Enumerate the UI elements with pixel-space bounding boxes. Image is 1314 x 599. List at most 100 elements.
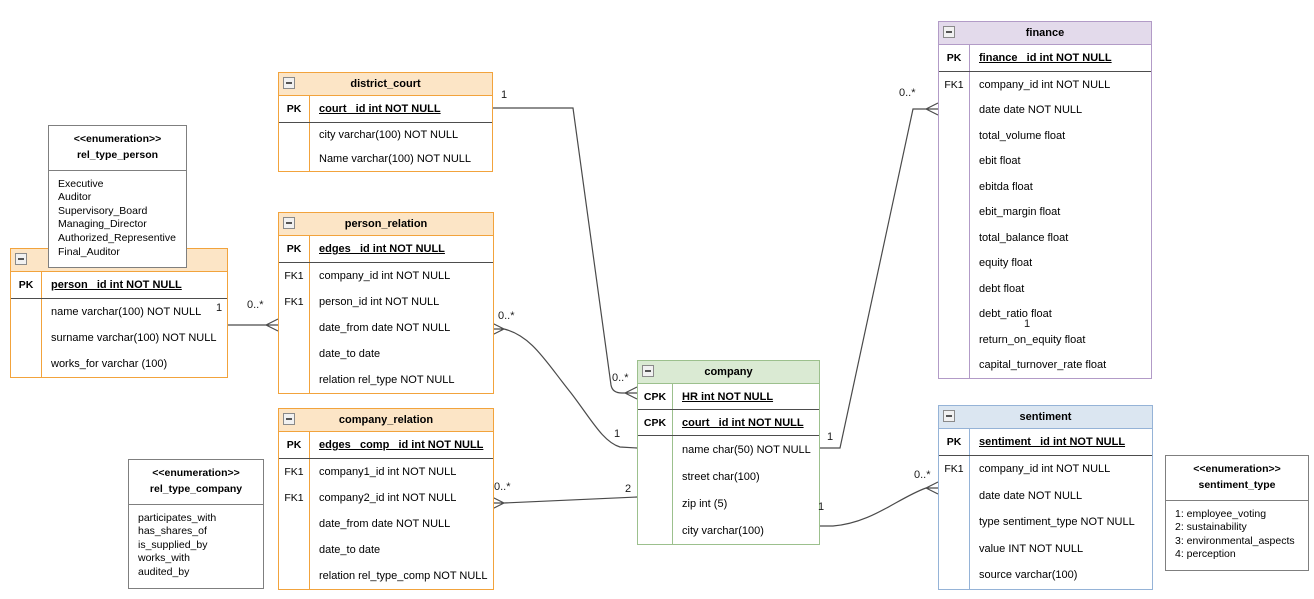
column-def: return_on_equity float xyxy=(979,333,1086,346)
key-tag xyxy=(11,299,42,325)
line-person_relation-company xyxy=(491,322,638,449)
enum-item: Authorized_Representive xyxy=(58,232,176,245)
enum-body: Executive Auditor Supervisory_Board Mana… xyxy=(49,171,186,268)
key-tag xyxy=(638,463,673,490)
collapse-icon[interactable] xyxy=(943,410,955,422)
key-tag xyxy=(279,341,310,367)
column-def: city varchar(100) xyxy=(682,524,764,537)
column-def: source varchar(100) xyxy=(979,569,1078,582)
entity-person-relation[interactable]: person_relation PK edges_ id int NOT NUL… xyxy=(278,212,494,394)
entity-sentiment[interactable]: sentiment PK sentiment_ id int NOT NULL … xyxy=(938,405,1153,590)
table-row: debt float xyxy=(939,276,1151,302)
column-def: court_ id int NOT NULL xyxy=(682,416,804,429)
column-def: zip int (5) xyxy=(682,497,728,510)
column-def: city varchar(100) NOT NULL xyxy=(319,129,459,141)
table-row: city varchar(100) xyxy=(638,517,819,544)
table-row: PK edges_ comp_ id int NOT NULL xyxy=(279,432,493,459)
key-tag xyxy=(939,509,970,536)
enum-item: Supervisory_Board xyxy=(58,204,148,217)
entity-header[interactable]: person_relation xyxy=(279,213,493,236)
enum-item: Auditor xyxy=(58,191,92,204)
cardinality-label: 0..* xyxy=(914,469,931,481)
cardinality-label: 1 xyxy=(827,431,834,443)
collapse-icon[interactable] xyxy=(283,217,295,229)
key-tag xyxy=(939,535,970,562)
key-tag xyxy=(939,148,970,174)
table-row: relation rel_type NOT NULL xyxy=(279,367,493,393)
column-def: name varchar(100) NOT NULL xyxy=(51,306,202,318)
entity-header[interactable]: company_relation xyxy=(279,409,493,432)
collapse-icon[interactable] xyxy=(283,413,295,425)
table-row: equity float xyxy=(939,250,1151,276)
key-tag xyxy=(279,123,310,147)
table-row: date_to date xyxy=(279,537,493,563)
table-row: relation rel_type_comp NOT NULL xyxy=(279,563,493,589)
entity-header[interactable]: finance xyxy=(939,22,1151,45)
entity-finance[interactable]: finance PK finance_ id int NOT NULL FK1 … xyxy=(938,21,1152,379)
table-row: date date NOT NULL xyxy=(939,482,1152,509)
enum-header: <<enumeration>> rel_type_company xyxy=(129,460,263,505)
enum-item: is_supplied_by xyxy=(138,538,208,551)
column-def: surname varchar(100) NOT NULL xyxy=(51,332,217,344)
table-row: capital_turnover_rate float xyxy=(939,352,1151,378)
entity-company[interactable]: company CPK HR int NOT NULL CPK court_ i… xyxy=(637,360,820,545)
enum-item: works_with xyxy=(138,552,190,565)
table-row: zip int (5) xyxy=(638,490,819,517)
column-def: works_for varchar (100) xyxy=(51,358,168,370)
enum-stereotype: <<enumeration>> xyxy=(73,133,162,145)
column-def: person_id int NOT NULL xyxy=(319,296,440,308)
entity-company-relation[interactable]: company_relation PK edges_ comp_ id int … xyxy=(278,408,494,590)
entity-header[interactable]: district_court xyxy=(279,73,492,96)
column-def: debt float xyxy=(979,282,1025,295)
enum-item: 3: environmental_aspects xyxy=(1175,534,1295,547)
key-tag xyxy=(11,351,42,377)
cardinality-label: 0..* xyxy=(247,299,264,311)
column-def: sentiment_ id int NOT NULL xyxy=(979,436,1126,448)
enum-rel-type-person[interactable]: <<enumeration>> rel_type_person Executiv… xyxy=(48,125,187,269)
table-row: street char(100) xyxy=(638,463,819,490)
entity-header[interactable]: company xyxy=(638,361,819,384)
column-def: value INT NOT NULL xyxy=(979,542,1084,555)
table-row: total_volume float xyxy=(939,123,1151,149)
column-def: person_ id int NOT NULL xyxy=(51,279,182,291)
key-tag xyxy=(939,352,970,378)
table-row: PK court_ id int NOT NULL xyxy=(279,96,492,123)
column-def: date date NOT NULL xyxy=(979,104,1083,117)
enum-sentiment-type[interactable]: <<enumeration>> sentiment_type 1: employ… xyxy=(1165,455,1309,572)
entity-district-court[interactable]: district_court PK court_ id int NOT NULL… xyxy=(278,72,493,172)
collapse-icon[interactable] xyxy=(15,253,27,265)
entity-header[interactable]: sentiment xyxy=(939,406,1152,429)
column-def: date_to date xyxy=(319,544,381,556)
enum-item: has_shares_of xyxy=(138,525,207,538)
key-tag: PK xyxy=(939,45,970,71)
line-company-sentiment xyxy=(818,481,939,527)
minus-glyph xyxy=(946,31,952,33)
enum-item: participates_with xyxy=(138,511,217,524)
column-def: finance_ id int NOT NULL xyxy=(979,52,1112,64)
table-row: PK finance_ id int NOT NULL xyxy=(939,45,1151,72)
enum-item: Final_Auditor xyxy=(58,245,120,258)
enum-body: participates_with has_shares_of is_suppl… xyxy=(129,505,263,588)
column-def: type sentiment_type NOT NULL xyxy=(979,516,1135,529)
cardinality-label: 1 xyxy=(818,501,825,513)
table-row: date_from date NOT NULL xyxy=(279,315,493,341)
column-def: company_id int NOT NULL xyxy=(979,463,1111,476)
cardinality-label: 1 xyxy=(614,428,621,440)
collapse-icon[interactable] xyxy=(943,26,955,38)
collapse-icon[interactable] xyxy=(642,365,654,377)
table-row: surname varchar(100) NOT NULL xyxy=(11,325,227,351)
column-def: company1_id int NOT NULL xyxy=(319,466,457,478)
key-tag xyxy=(939,123,970,149)
key-tag xyxy=(279,537,310,563)
column-def: Name varchar(100) NOT NULL xyxy=(319,153,472,165)
key-tag: CPK xyxy=(638,410,673,435)
collapse-icon[interactable] xyxy=(283,77,295,89)
enum-item: 2: sustainability xyxy=(1175,521,1247,534)
table-row: debt_ratio float xyxy=(939,301,1151,327)
key-tag: CPK xyxy=(638,384,673,409)
entity-title: company xyxy=(704,366,753,378)
key-tag xyxy=(939,482,970,509)
column-def: HR int NOT NULL xyxy=(682,390,774,403)
enum-rel-type-company[interactable]: <<enumeration>> rel_type_company partici… xyxy=(128,459,264,589)
